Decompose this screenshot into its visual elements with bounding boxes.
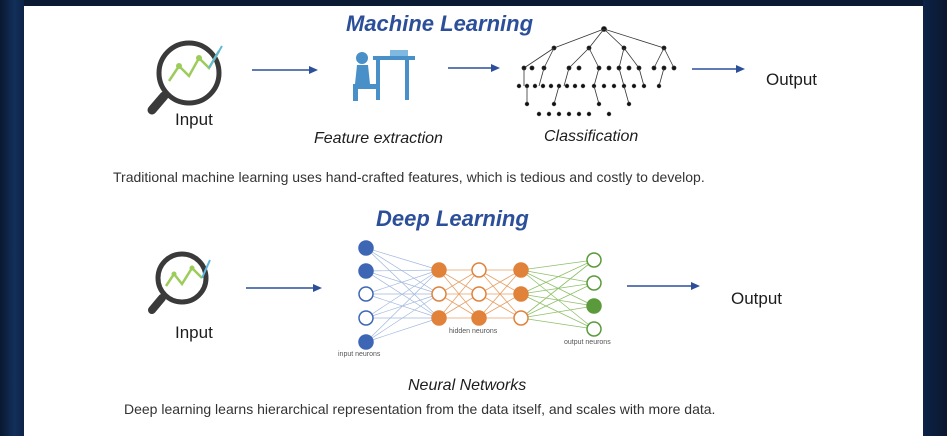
ml-arrow-1 [252,66,318,74]
ml-output-label: Output [766,70,818,89]
dl-neural-networks-label: Neural Networks [408,377,527,394]
connections-input-hidden1 [365,247,440,343]
dl-title: Deep Learning [376,206,529,231]
ml-magnifier-icon [147,40,223,115]
hidden-neurons [431,262,529,326]
output-neurons-label: output neurons [564,339,611,346]
ml-arrow-3 [692,65,745,73]
dl-magnifier-icon [148,251,211,314]
dl-output-label: Output [731,289,783,308]
decision-tree-icon [516,26,677,117]
dl-arrow-1 [246,284,322,292]
output-neurons [586,252,602,337]
diagram-panel: Machine Learning [24,6,923,436]
dl-arrow-2 [627,282,700,290]
ml-feature-extraction-label: Feature extraction [314,130,443,147]
diagram-graphics [147,26,745,350]
input-neurons-label: input neurons [338,351,381,358]
hidden-neurons-label: hidden neurons [449,328,498,335]
frame-top [0,0,947,6]
person-at-desk-icon [353,50,415,101]
ml-title: Machine Learning [346,11,534,36]
frame-left-border [0,0,24,436]
ml-classification-label: Classification [544,128,639,145]
dl-input-label: Input [175,323,213,342]
ml-arrow-2 [448,64,500,72]
frame-right-border [923,0,947,436]
neural-network [358,240,602,350]
dl-caption: Deep learning learns hierarchical repres… [124,401,716,417]
connections-hidden-output [520,259,595,330]
ml-caption: Traditional machine learning uses hand-c… [113,169,705,185]
input-neurons [358,240,374,350]
ml-input-label: Input [175,110,213,129]
